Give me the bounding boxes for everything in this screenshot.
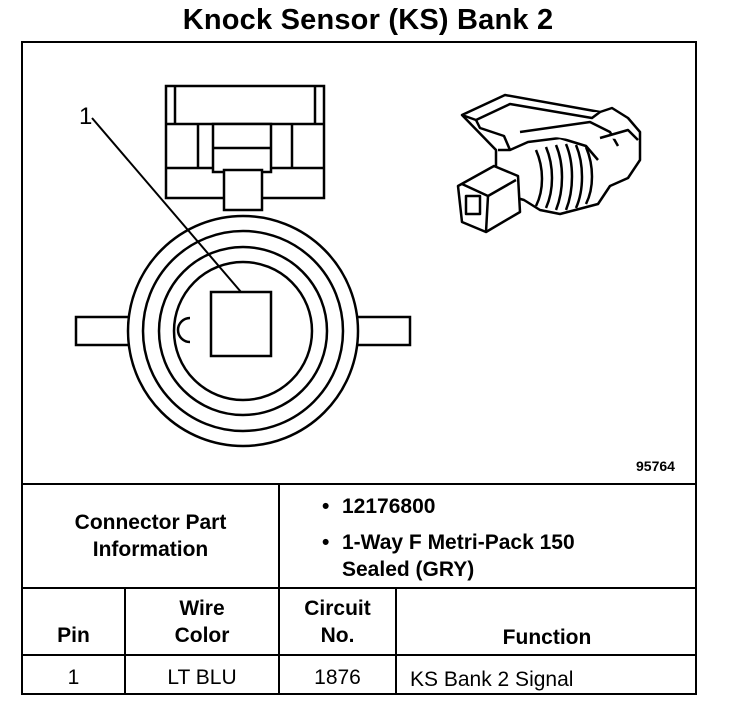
table-column-divider <box>395 587 397 695</box>
connector-info-label-line1: Connector Part <box>74 511 227 534</box>
header-pin: Pin <box>57 624 90 647</box>
table-column-divider <box>278 587 280 695</box>
part-number-bullet: • 12176800 <box>322 494 435 519</box>
connector-type: 1-Way F Metri-Pack 150 <box>342 531 575 554</box>
latch-stem <box>222 168 264 212</box>
page-title: Knock Sensor (KS) Bank 2 <box>182 4 554 36</box>
row-function: KS Bank 2 Signal <box>410 668 574 691</box>
header-wire-color: Wire Color <box>174 597 230 647</box>
table-column-divider <box>278 483 280 587</box>
callout-leader <box>91 117 242 293</box>
right-tab <box>350 315 412 347</box>
connector-type-bullet: • 1-Way F Metri-Pack 150 <box>322 530 575 555</box>
bullet-icon: • <box>322 531 330 554</box>
header-function: Function <box>502 626 592 649</box>
row-circuit: 1876 <box>314 666 361 689</box>
row-pin: 1 <box>67 666 80 689</box>
connector-iso-view <box>456 93 642 234</box>
table-top-border <box>21 483 697 485</box>
table-row-divider <box>21 654 697 656</box>
left-tab <box>74 315 136 347</box>
connector-seal-text: Sealed (GRY) <box>342 557 474 582</box>
table-row-divider <box>21 587 697 589</box>
callout-label: 1 <box>79 103 92 130</box>
row-wire-color: LT BLU <box>167 666 237 689</box>
figure-number: 95764 <box>636 458 675 474</box>
bullet-icon: • <box>322 495 330 518</box>
part-number: 12176800 <box>342 495 436 518</box>
connector-seal: Sealed (GRY) <box>342 558 475 581</box>
terminal-cavity <box>209 290 273 358</box>
connector-info-label-line2: Information <box>92 538 209 561</box>
connector-front-view <box>74 84 412 448</box>
connector-info-label: Connector Part Information <box>23 509 278 563</box>
header-circuit-no: Circuit No. <box>304 597 371 647</box>
table-column-divider <box>124 587 126 695</box>
diagram-frame <box>21 41 697 695</box>
